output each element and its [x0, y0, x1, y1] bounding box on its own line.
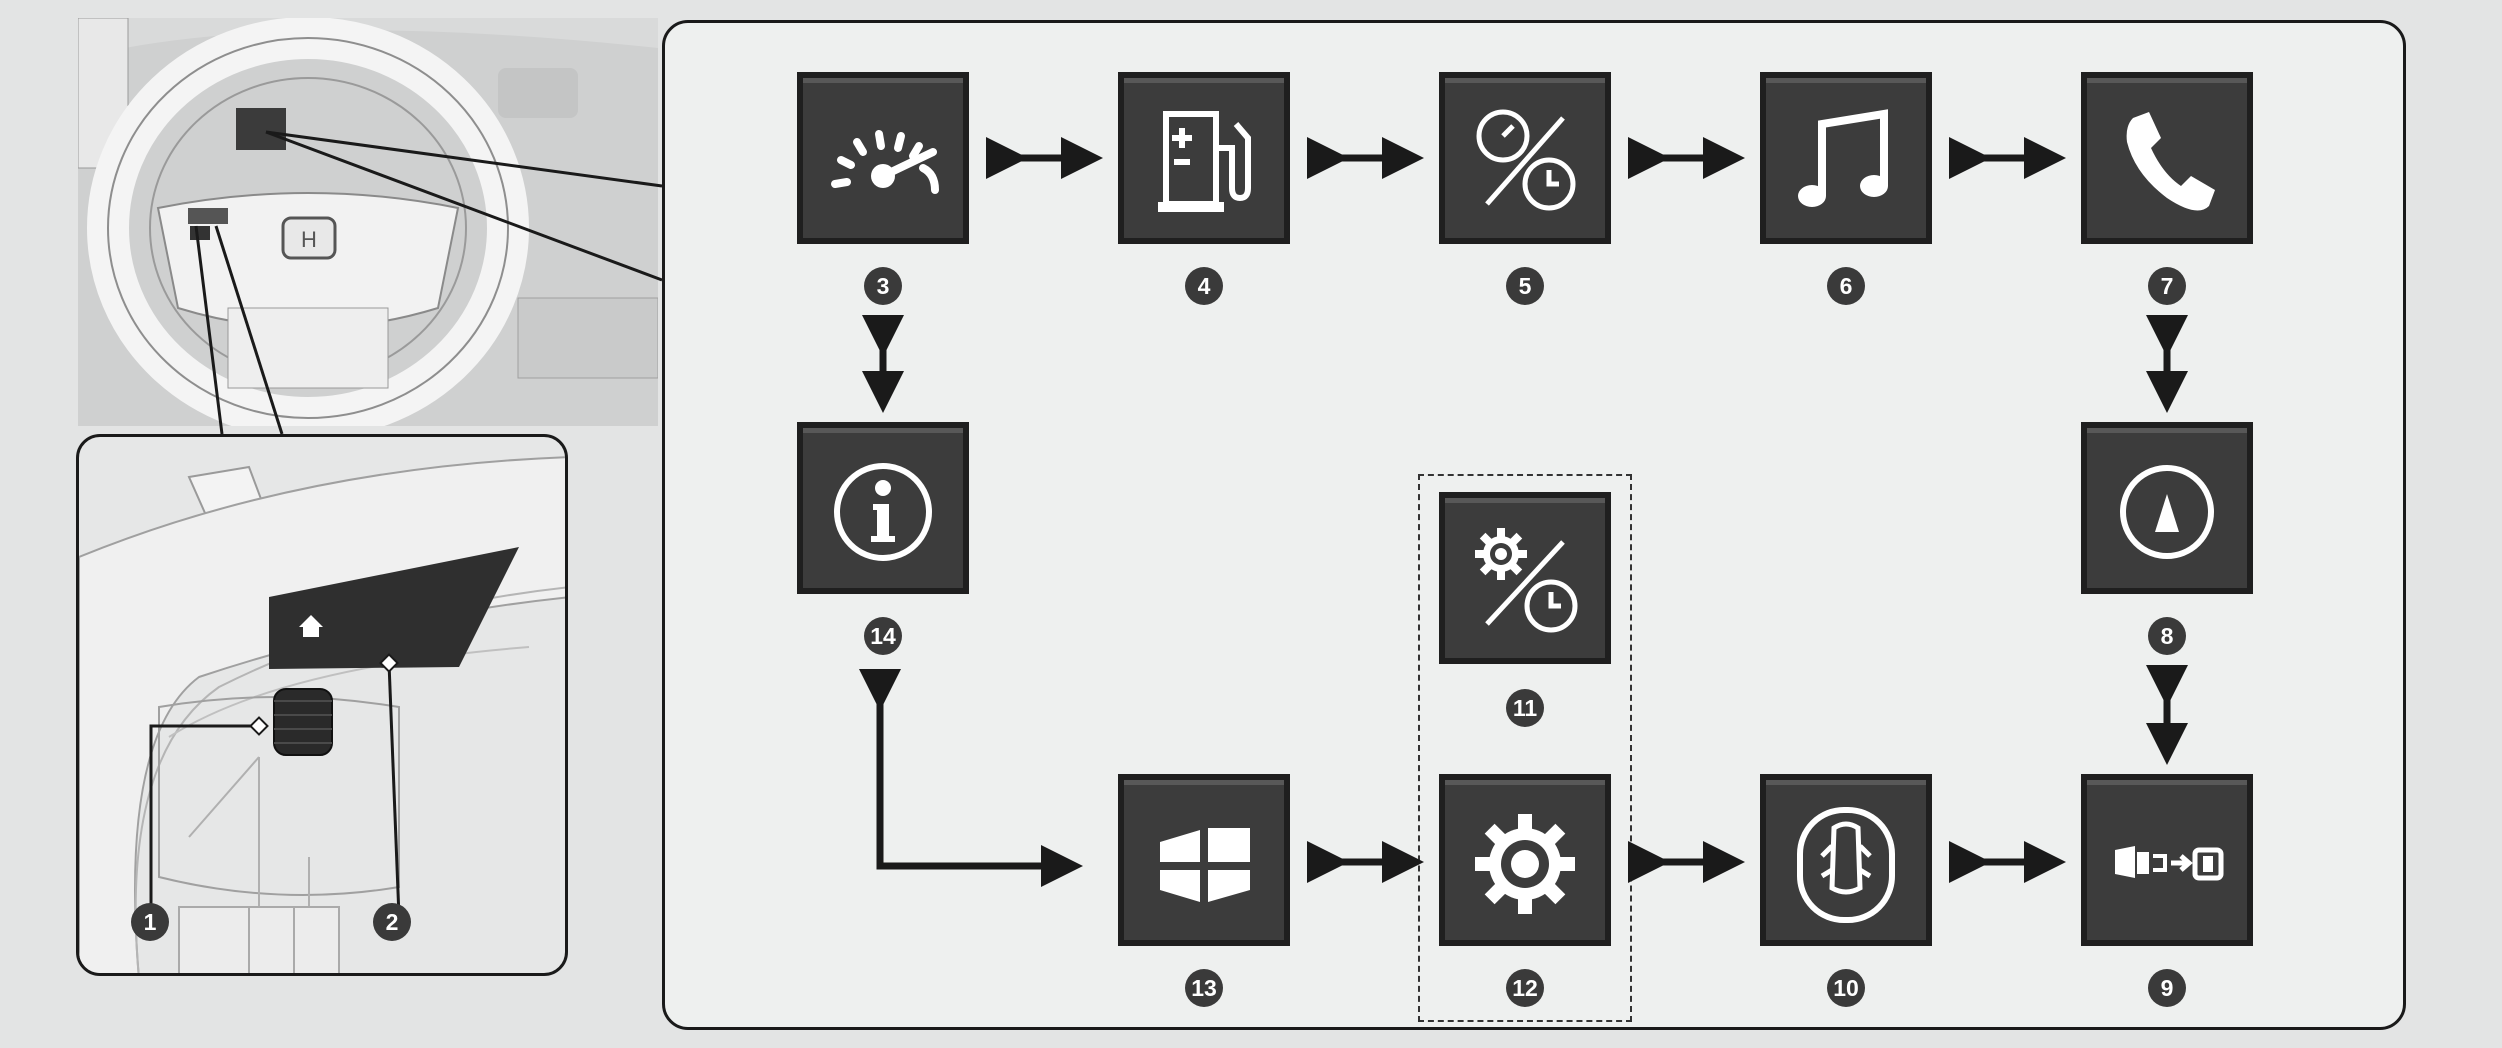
- svg-text:H: H: [301, 227, 317, 252]
- vehicle-doors-icon: [1797, 807, 1895, 923]
- callout-badge-9: 9: [2148, 969, 2186, 1007]
- tile-navigation: [2081, 422, 2253, 594]
- callout-badge-2: 2: [373, 903, 411, 941]
- callout-badge-7: 7: [2148, 267, 2186, 305]
- steering-switch-closeup: 1 2: [76, 434, 568, 976]
- steering-wheel-illustration: H: [78, 18, 658, 426]
- speedometer-icon: [831, 130, 939, 194]
- fuel-economy-icon: [1158, 111, 1251, 212]
- seatbelt-reminder-icon: [2115, 846, 2224, 881]
- callout-badge-3: 3: [864, 267, 902, 305]
- callout-badge-12: 12: [1506, 969, 1544, 1007]
- settings-timer-icon: [1475, 528, 1578, 633]
- callout-badge-8: 8: [2148, 617, 2186, 655]
- info-icon: [834, 463, 932, 561]
- music-note-icon: [1798, 109, 1888, 207]
- tile-vehicle-doors: [1760, 774, 1932, 946]
- callout-badge-4: 4: [1185, 267, 1223, 305]
- split-screen-icon: [1160, 828, 1250, 902]
- tile-split-screen: [1118, 774, 1290, 946]
- tile-seatbelt-reminder: [2081, 774, 2253, 946]
- trip-speed-timer-icon: [1476, 109, 1576, 211]
- tile-info: [797, 422, 969, 594]
- tile-speedometer: [797, 72, 969, 244]
- phone-icon: [2126, 112, 2215, 211]
- callout-badge-14: 14: [864, 617, 902, 655]
- tile-audio: [1760, 72, 1932, 244]
- callout-badge-13: 13: [1185, 969, 1223, 1007]
- callout-badge-10: 10: [1827, 969, 1865, 1007]
- callout-badge-11: 11: [1506, 689, 1544, 727]
- callout-badge-6: 6: [1827, 267, 1865, 305]
- tile-trip-speed-timer: [1439, 72, 1611, 244]
- switch-closeup-drawing: [79, 456, 565, 973]
- home-icon: [299, 615, 323, 637]
- tile-phone: [2081, 72, 2253, 244]
- navigation-compass-icon: [2120, 465, 2214, 559]
- settings-gear-icon: [1475, 814, 1575, 914]
- settings-group-outline: [1418, 474, 1632, 1022]
- tile-settings-timer: [1439, 492, 1611, 664]
- callout-badge-5: 5: [1506, 267, 1544, 305]
- callout-badge-1: 1: [131, 903, 169, 941]
- tile-fuel-economy: [1118, 72, 1290, 244]
- tile-settings: [1439, 774, 1611, 946]
